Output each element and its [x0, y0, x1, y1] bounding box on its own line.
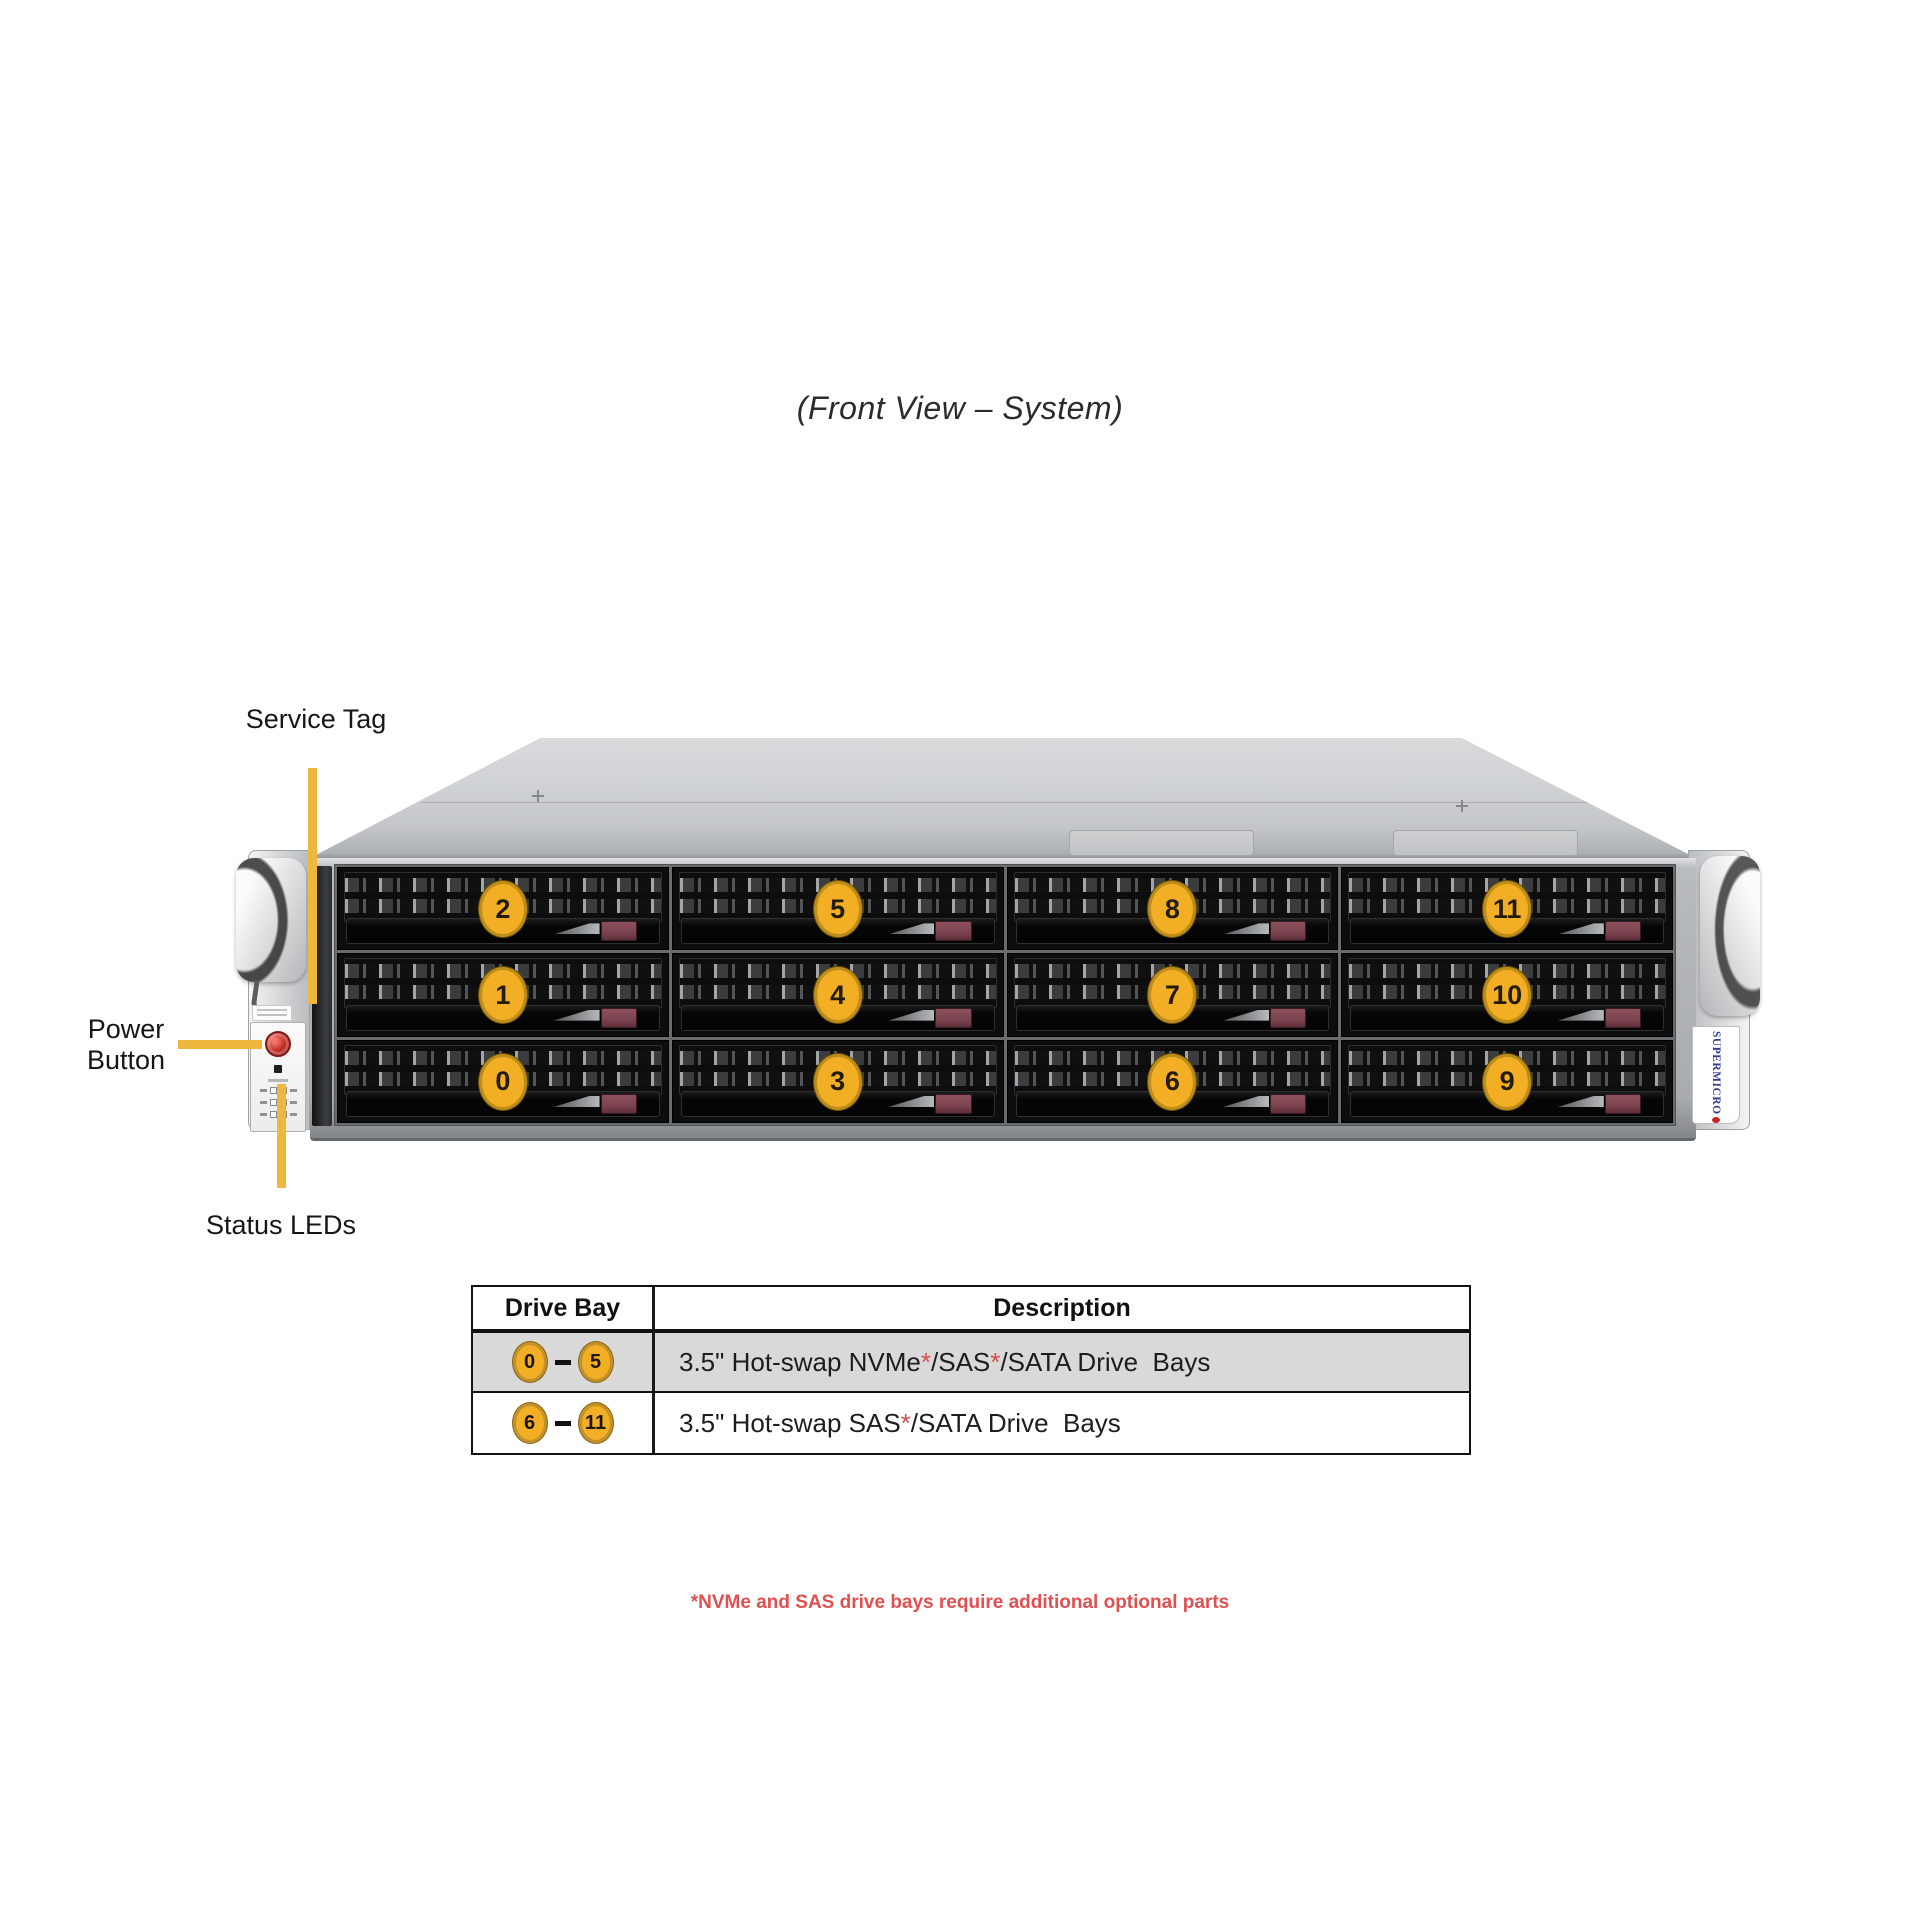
drive-bay-number-badge: 5 [813, 881, 862, 937]
logo-red-dot-icon [1712, 1116, 1720, 1123]
power-button-label: Power Button [86, 1014, 166, 1075]
drive-bay-number-badge: 8 [1148, 881, 1197, 937]
drive-release-button [1604, 1094, 1642, 1114]
table-header-row: Drive Bay Description [473, 1287, 1469, 1333]
lid-panel-outline [1393, 830, 1578, 856]
drive-latch-lever [1223, 923, 1270, 935]
drive-tray: 1 [337, 953, 669, 1037]
drive-tray: 4 [671, 953, 1004, 1037]
power-button-pointer-line [178, 1040, 262, 1049]
drive-tray: 7 [1006, 953, 1339, 1037]
screw-icon [532, 790, 544, 802]
drive-tray: 9 [1341, 1039, 1673, 1123]
power-button [265, 1031, 291, 1057]
description-cell: 3.5" Hot-swap NVMe*/SAS*/SATA Drive Bays [679, 1346, 1211, 1377]
drive-bay-number-badge: 11 [1483, 881, 1532, 937]
drive-bay-number-badge: 2 [478, 881, 527, 937]
drive-release-button [1270, 1007, 1307, 1028]
drive-latch-lever [1223, 1009, 1270, 1021]
description-cell: 3.5" Hot-swap SAS*/SATA Drive Bays [679, 1407, 1121, 1438]
drive-bay-number-badge: 3 [813, 1053, 862, 1110]
drive-latch-lever [1557, 1009, 1604, 1021]
service-tag-slot [312, 866, 332, 1126]
bay-badge-from: 0 [512, 1342, 547, 1382]
table-row: 6 11 3.5" Hot-swap SAS*/SATA Drive Bays [473, 1393, 1469, 1453]
drive-latch-lever [553, 1096, 600, 1107]
bay-badge-to: 5 [578, 1342, 613, 1382]
drive-tray: 6 [1006, 1039, 1339, 1123]
status-leds-label: Status LEDs [205, 1210, 357, 1240]
drive-tray: 10 [1341, 953, 1673, 1037]
drive-release-button [1270, 1094, 1307, 1114]
drive-release-button [935, 921, 972, 942]
drive-latch-lever [1557, 923, 1604, 935]
status-led [269, 1111, 277, 1118]
drive-release-button [1604, 1007, 1642, 1028]
footnote: *NVMe and SAS drive bays require additio… [690, 1592, 1230, 1613]
status-leds-pointer-line [277, 1084, 286, 1188]
table-header-drive-bay: Drive Bay [473, 1287, 655, 1329]
status-led [269, 1087, 277, 1094]
left-handle [236, 858, 306, 982]
right-handle [1700, 856, 1760, 1016]
drive-tray: 11 [1341, 867, 1673, 951]
drive-tray: 2 [337, 867, 669, 951]
supermicro-logo-strip: SUPERMICRO [1692, 1026, 1740, 1124]
panel-micro-label [268, 1079, 288, 1082]
drive-bay-number-badge: 0 [478, 1053, 527, 1110]
service-tag-pointer-line [308, 768, 317, 1004]
range-dash-icon [554, 1420, 571, 1426]
drive-bay-number-badge: 1 [478, 967, 527, 1024]
bay-badge-to: 11 [578, 1403, 613, 1443]
bay-badge-from: 6 [512, 1403, 547, 1443]
drive-tray: 0 [337, 1039, 669, 1123]
drive-tray: 5 [671, 867, 1004, 951]
drive-tray: 8 [1006, 867, 1339, 951]
screw-icon [1456, 800, 1468, 812]
reset-button [274, 1065, 282, 1073]
figure-title: (Front View – System) [796, 390, 1124, 426]
lid-crease [420, 802, 1599, 804]
chassis-top-lid [310, 738, 1696, 858]
drive-latch-lever [888, 1009, 935, 1021]
status-led [269, 1099, 277, 1106]
drive-release-button [600, 921, 637, 942]
drive-release-button [1270, 921, 1307, 942]
drive-release-button [935, 1094, 972, 1114]
drive-tray: 3 [671, 1039, 1004, 1123]
service-tag-label: Service Tag [245, 704, 387, 734]
drive-bay-number-badge: 10 [1483, 967, 1532, 1024]
drive-latch-lever [553, 923, 600, 935]
supermicro-logo-text: SUPERMICRO [1710, 1031, 1722, 1115]
drive-bay-number-badge: 9 [1483, 1053, 1532, 1110]
drive-bay-range-cell: 6 11 [473, 1393, 655, 1453]
drive-bay-number-badge: 4 [813, 967, 862, 1024]
drive-latch-lever [888, 1096, 935, 1107]
drive-release-button [935, 1007, 972, 1028]
lid-panel-outline [1069, 830, 1254, 856]
table-header-description: Description [993, 1293, 1131, 1322]
drive-release-button [1604, 921, 1642, 942]
drive-bay-number-badge: 7 [1148, 967, 1197, 1024]
drive-latch-lever [1557, 1096, 1604, 1107]
drive-release-button [600, 1094, 637, 1114]
drive-release-button [600, 1007, 637, 1028]
drive-latch-lever [1223, 1096, 1270, 1107]
drive-latch-lever [553, 1009, 600, 1021]
drive-latch-lever [888, 923, 935, 935]
range-dash-icon [554, 1359, 571, 1365]
drive-bay-number-badge: 6 [1148, 1053, 1197, 1110]
service-tag-tab [252, 1005, 292, 1021]
